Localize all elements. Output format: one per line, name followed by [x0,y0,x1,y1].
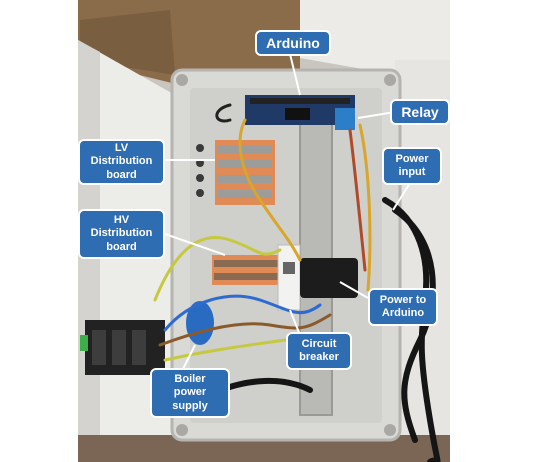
boiler-connector [80,320,165,375]
hv-board-label: HV Distribution board [90,214,153,253]
arduino-header [250,98,350,104]
power-input-label: Power input [395,152,429,178]
callout-relay: Relay [390,99,450,125]
screw-br [384,424,396,436]
screw-tl [176,74,188,86]
arduino-label: Arduino [266,34,320,51]
callout-circuit-breaker: Circuit breaker [286,332,352,370]
power-to-arduino-label: Power to Arduino [379,293,427,319]
callout-power-to-arduino: Power to Arduino [368,288,438,326]
power-adapter [300,258,358,298]
arduino-chip [285,108,310,120]
callout-arduino: Arduino [255,30,331,56]
white-panel-top-right [300,0,450,72]
callout-lv-board: LV Distribution board [78,139,165,185]
screw-tr [384,74,396,86]
wiring [153,103,372,362]
boiler-supply-label: Boiler power supply [172,373,208,412]
callout-power-input: Power input [382,147,442,185]
breaker-toggle [283,262,295,274]
lv-board-label: LV Distribution board [90,142,153,181]
circuit-breaker-label: Circuit breaker [299,337,339,363]
callout-boiler-supply: Boiler power supply [150,368,230,418]
relay-label: Relay [401,103,439,120]
screw-bl [176,424,188,436]
hv-terminal-block [212,255,282,285]
relay-module [335,108,355,130]
callout-hv-board: HV Distribution board [78,209,165,259]
